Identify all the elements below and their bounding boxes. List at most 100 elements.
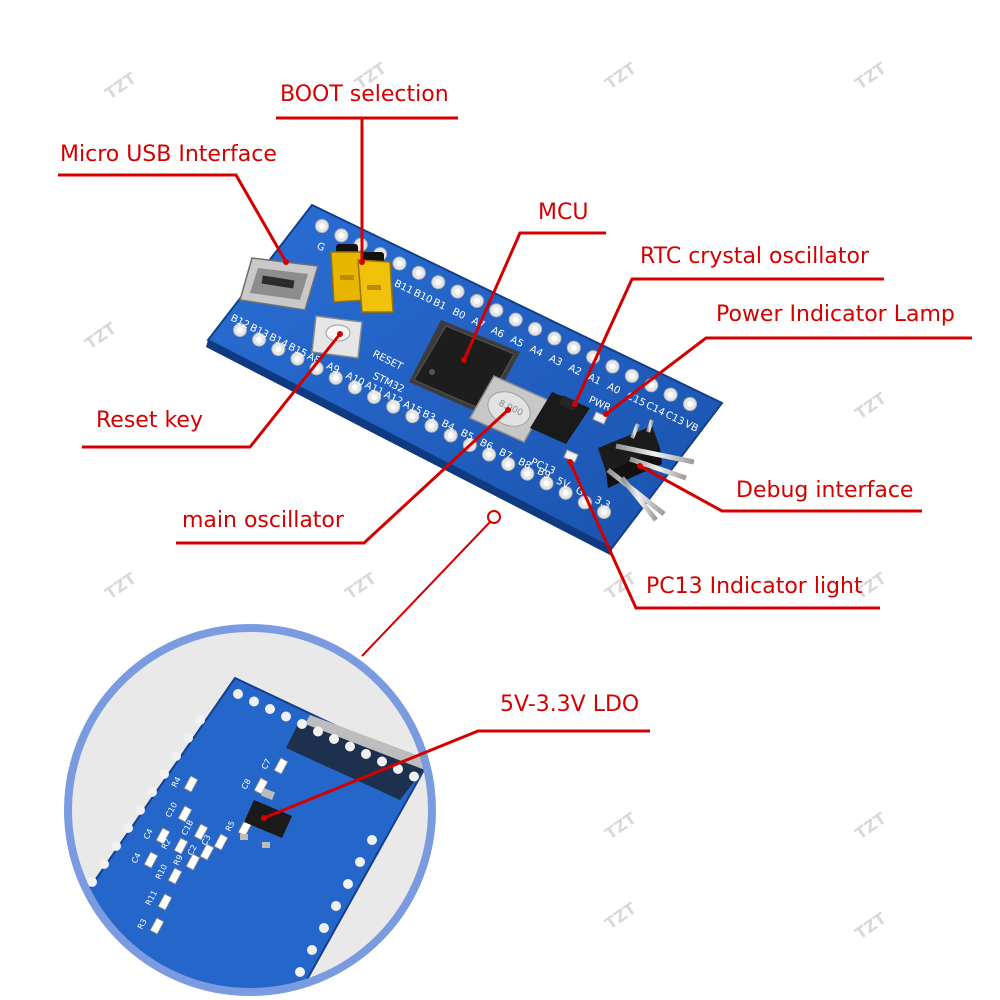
back-hole <box>39 949 49 959</box>
back-smd-part <box>253 777 269 795</box>
bottom-pin-hole-center <box>543 480 550 487</box>
back-hole <box>123 823 133 833</box>
back-smd-part <box>167 867 183 885</box>
back-part-label: R5 <box>224 819 237 833</box>
back-hole <box>345 741 355 752</box>
top-pin-hole-center <box>473 297 480 304</box>
back-hole <box>377 756 387 767</box>
debug-header <box>598 419 695 522</box>
bottom-pin-hole-center <box>237 327 243 333</box>
top-pin-hole-center <box>609 363 616 370</box>
leader-reset <box>82 333 342 449</box>
back-part-label: C8 <box>240 777 253 791</box>
top-pin-label: A4 <box>528 344 545 360</box>
back-part-label: C2 <box>186 843 199 857</box>
back-hole <box>183 733 193 743</box>
leader-boot <box>276 116 458 262</box>
back-part-label: R2 <box>160 837 173 851</box>
bottom-pin-holes <box>233 323 611 519</box>
back-smd-part <box>199 843 215 861</box>
stm32-board: GG3.3RB11B10B1B0A7A6A5A4A3A2A1A0C15C14C1… <box>206 203 724 556</box>
watermark-mark: TZT <box>101 68 139 103</box>
bottom-pin-label: A9 <box>324 361 341 377</box>
leader-debug <box>639 464 922 513</box>
bottom-pin-hole-center <box>428 422 435 429</box>
back-hole <box>233 689 243 699</box>
leader-pc13 <box>568 461 880 610</box>
bottom-pin-hole-center <box>256 336 263 343</box>
bottom-pin-hole-center <box>390 403 397 410</box>
bottom-pin-hole-center <box>562 489 569 496</box>
top-pin-label: B1 <box>431 297 448 313</box>
top-pin-label: VB <box>683 419 700 435</box>
top-pin-hole-center <box>512 316 519 323</box>
back-hole <box>111 841 121 851</box>
top-pin-hole-center <box>570 344 577 351</box>
back-hole <box>295 967 305 977</box>
watermark-mark: TZT <box>81 318 119 353</box>
back-hole <box>307 945 317 955</box>
bottom-pin-hole-center <box>486 451 493 458</box>
top-pin-hole-center <box>687 401 693 407</box>
back-hole <box>159 769 169 779</box>
watermark-mark: TZT <box>851 908 889 943</box>
leader-main-osc <box>176 408 510 545</box>
back-hole <box>265 704 275 714</box>
bottom-pin-label: B5 <box>459 428 476 444</box>
top-pin-label: A5 <box>508 334 525 350</box>
back-hole <box>393 764 403 774</box>
label-ldo: 5V-3.3V LDO <box>500 692 640 717</box>
top-pin-label: A1 <box>586 372 603 388</box>
bottom-pin-hole-center <box>294 355 301 362</box>
bottom-pin-label: 5V <box>554 476 571 492</box>
top-pin-hole-center <box>493 307 500 314</box>
top-pin-hole-center <box>338 232 345 239</box>
top-pin-hole-center <box>415 269 422 276</box>
bottom-pin-hole-center <box>332 374 339 381</box>
top-pin-label: A0 <box>605 381 622 397</box>
bottom-pin-label: B3 <box>420 409 437 425</box>
back-part-label: R3 <box>136 917 149 931</box>
label-power-lamp: Power Indicator Lamp <box>716 302 955 327</box>
back-smd-part <box>157 893 173 911</box>
back-smd-part <box>213 833 229 851</box>
label-reset-key: Reset key <box>96 408 203 433</box>
top-pin-hole-center <box>454 288 461 295</box>
bottom-pin-label: B6 <box>478 437 495 453</box>
back-hole <box>313 726 323 737</box>
bottom-pin-hole-center <box>601 509 607 515</box>
bottom-pin-hole-center <box>409 413 416 420</box>
top-pin-hole-center <box>667 391 674 398</box>
ldo-regulator <box>244 800 292 838</box>
label-micro-usb: Micro USB Interface <box>60 142 277 167</box>
back-smd-part <box>173 837 189 855</box>
back-hole <box>68 913 73 923</box>
bottom-pin-label: B7 <box>497 447 514 463</box>
label-main-oscillator: main oscillator <box>182 508 344 533</box>
top-pin-hole-center <box>396 260 403 267</box>
top-pin-label: G <box>315 241 327 254</box>
bottom-pin-label: B9 <box>535 466 552 482</box>
watermark-mark: TZT <box>601 58 639 93</box>
top-pin-label: A3 <box>547 353 564 369</box>
bottom-pin-hole-center <box>275 346 282 353</box>
back-part-label: C7 <box>260 757 273 771</box>
leader-rtc <box>573 277 884 405</box>
back-smd-part <box>155 827 171 845</box>
back-hole <box>99 859 109 869</box>
boot-jumpers <box>330 244 394 313</box>
back-hole <box>343 879 353 889</box>
bottom-pin-hole-center <box>524 470 531 477</box>
back-hole <box>281 711 291 722</box>
top-pin-hole-center <box>648 382 655 389</box>
back-hole <box>319 923 329 933</box>
back-hole <box>297 719 307 729</box>
top-pin-label: A6 <box>489 325 506 341</box>
back-smd-part <box>183 775 199 793</box>
watermark-mark: TZT <box>101 568 139 603</box>
label-boot-selection: BOOT selection <box>280 82 449 107</box>
back-hole <box>329 734 339 744</box>
label-rtc-oscillator: RTC crystal oscillator <box>640 244 869 269</box>
